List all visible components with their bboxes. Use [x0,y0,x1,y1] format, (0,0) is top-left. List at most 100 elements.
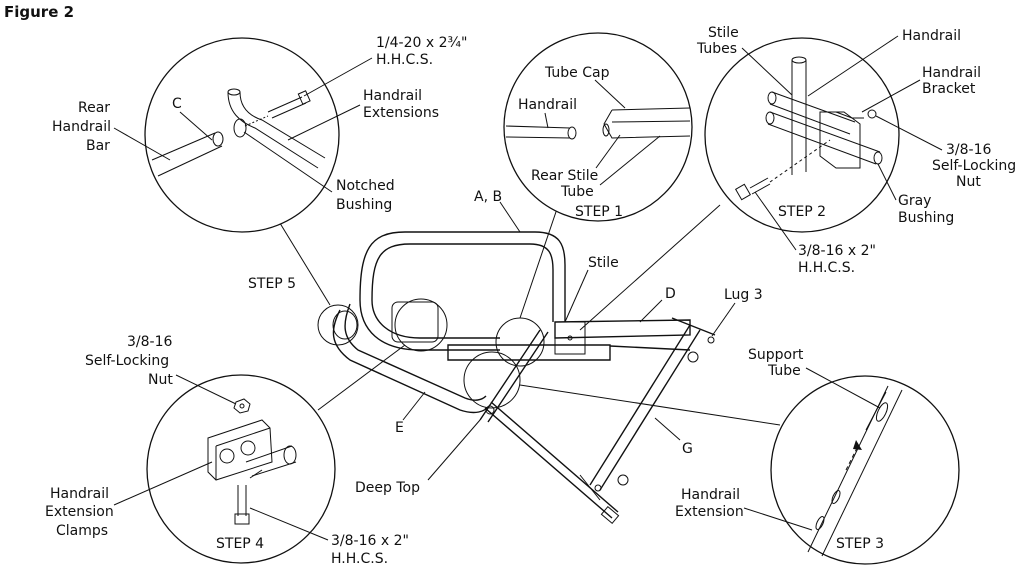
label-hhcs-a-1: 1/4-20 x 2¾" [376,35,468,51]
s3-arrow-icon [853,440,862,450]
handrail-bracket-main [554,321,586,355]
label-hhcs-s2-2: H.H.C.S. [798,260,855,276]
step4-label: STEP 4 [216,536,264,552]
step3-circle [770,375,960,565]
label-g: G [682,441,693,457]
label-notched-1: Notched [336,178,395,194]
label-nut-s2-3: Nut [956,174,981,190]
label-deep-top: Deep Top [355,480,420,496]
label-c: C [172,96,182,112]
step2-detail: STEP 2 [704,37,900,233]
label-rear-stile-2: Tube [560,184,594,200]
deep-top-rail-2 [490,401,619,513]
s3-support-inner [865,391,887,431]
label-nut-s4-3: Nut [148,372,173,388]
label-notched-2: Bushing [336,197,392,213]
caster-upper [687,351,699,363]
handrail-e-inner [344,303,487,401]
handrail-a-inner [371,243,554,322]
lock-nut [867,109,877,119]
tube-cap-shape [602,123,610,137]
frame-g-1 [589,324,691,486]
side-rail-d-2 [609,345,691,351]
deep-top-rail-1 [484,407,613,519]
handrail-tube-bottom [505,136,571,139]
rear-stile-top [611,107,691,111]
label-stile-tubes-2: Tubes [696,41,737,57]
label-handrail-s2: Handrail [902,28,961,44]
step3-label: STEP 3 [836,536,884,552]
label-bracket-1: Handrail [922,65,981,81]
label-tube-cap: Tube Cap [544,65,610,81]
step2-label: STEP 2 [778,204,826,220]
label-support-2: Tube [767,363,801,379]
joint-circle-step5 [317,304,359,346]
step4-circle [146,374,336,564]
caster-lower [617,474,629,486]
h-tube-1b [769,103,851,135]
bolt-s4-head [234,513,250,525]
label-e: E [395,420,404,436]
h-tube-1-end [767,91,777,105]
extension-clamp [207,419,273,481]
nut-s4 [233,398,251,414]
rear-stile-mid [611,120,691,123]
label-clamps-3: Clamps [56,523,108,539]
label-nut-s4-1: 3/8-16 [127,334,172,350]
label-hhcs-s4-1: 3/8-16 x 2" [331,533,409,549]
label-handrail-s1: Handrail [518,97,577,113]
label-rear-handrail-1: Rear [78,100,110,116]
lower-rail [447,344,611,361]
label-hhcs-a-2: H.H.C.S. [376,52,433,68]
rear-bar-end [212,131,224,147]
s4-tube-1b [251,461,297,477]
extension-bottom [239,91,326,159]
bolt-s2-a [749,177,769,189]
label-ab: A, B [474,189,502,205]
step1-label: STEP 1 [575,204,623,220]
extension-end [227,88,241,96]
label-gray-1: Gray [898,193,931,209]
s3-tube-b [821,389,903,557]
label-ext-s3-1: Handrail [681,487,740,503]
h-tube-1a [771,91,856,123]
handrail-a-outer [359,231,566,322]
handrail-tube-top [505,125,571,129]
frame-g-2 [599,329,701,491]
label-gray-2: Bushing [898,210,954,226]
s3-slot-lower [831,490,841,504]
bolt-shaft-2 [271,102,307,119]
handrail-e-outer [332,309,491,414]
handrail-loop-low [359,299,500,351]
stile-tube-1 [479,329,541,421]
label-rear-stile-1: Rear Stile [531,168,598,184]
joint-circle-step4 [394,298,448,352]
s4-tube-2 [249,469,263,479]
handrail-bracket [819,111,861,169]
h-tube-2-end [765,111,775,125]
step2-circle [704,37,900,233]
label-support-1: Support [748,347,804,363]
top-crossbar [671,317,716,336]
bolt-s2-head [734,183,752,201]
bolt-head [297,90,311,105]
clamp-hole-1 [219,448,235,464]
bracket-top [835,111,864,119]
label-stile-tubes-1: Stile [708,25,739,41]
label-nut-s4-2: Self-Locking [85,353,169,369]
lug-bolt [707,336,715,344]
label-ext-s3-2: Extension [675,504,744,520]
step1-circle [503,32,693,222]
step5-circle [144,37,340,233]
handrail-loop-low-2 [371,299,500,339]
label-hhcs-s4-2: H.H.C.S. [331,551,388,567]
step4-detail: STEP 4 [146,374,336,564]
label-d: D [665,286,676,302]
step5-label: STEP 5 [248,276,296,292]
main-assembly [317,231,716,525]
joint-circle-step3 [463,351,521,409]
s4-tube-1a [245,445,293,463]
frame-g-tip [579,474,601,501]
bolt-hole [567,335,573,341]
label-lug3: Lug 3 [724,287,763,303]
